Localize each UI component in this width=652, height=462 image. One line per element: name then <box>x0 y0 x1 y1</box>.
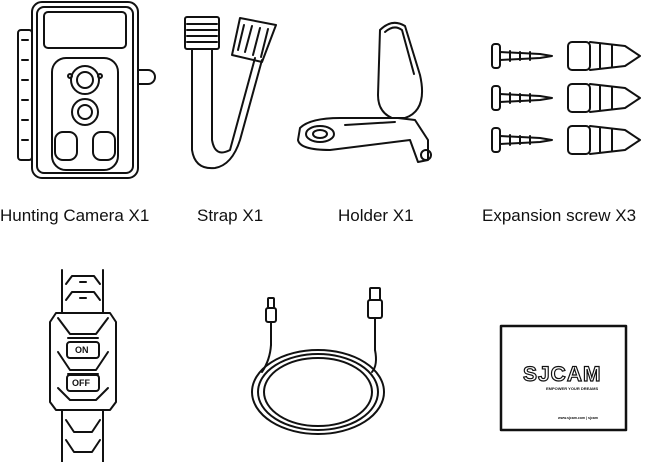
expansion-screws-illustration <box>491 41 641 155</box>
remote-strap-illustration <box>49 269 117 462</box>
hunting-camera-illustration <box>17 1 156 179</box>
strap-illustration <box>184 16 277 170</box>
strap-label: Strap X1 <box>197 206 264 225</box>
sjcam-logo: SJCAM <box>522 362 602 386</box>
off-button: OFF <box>72 378 90 388</box>
holder-label: Holder X1 <box>338 206 414 225</box>
manual-tagline: EMPOWER YOUR DREAMS <box>546 386 599 391</box>
expansion-screw-label: Expansion screw X3 <box>482 206 637 225</box>
on-button: ON <box>75 345 89 355</box>
manual-footer: www.sjcam.com | sjcam <box>558 416 598 420</box>
hunting-camera-label: Hunting Camera X1 <box>0 206 150 225</box>
screw-set <box>491 41 641 155</box>
holder-illustration <box>297 21 432 163</box>
